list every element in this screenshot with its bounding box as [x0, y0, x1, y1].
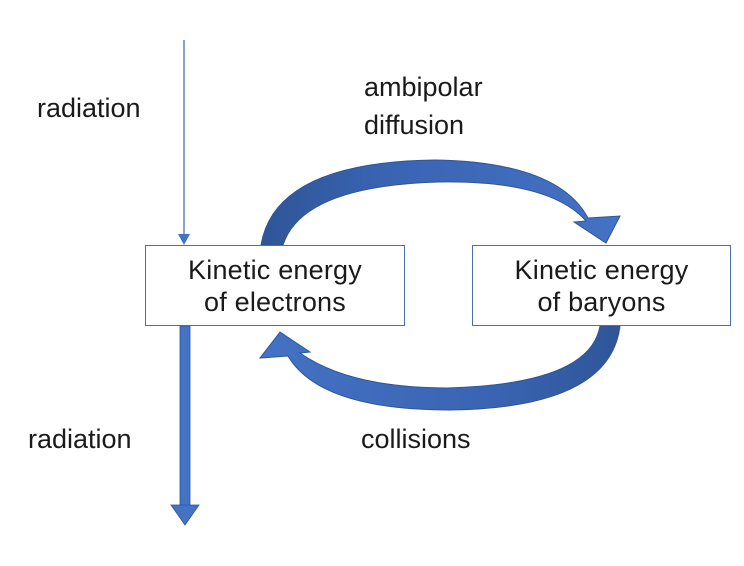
electrons-box-line1: Kinetic energy	[188, 254, 362, 285]
radiation-out-label: radiation	[28, 424, 132, 454]
ambipolar-diffusion-arrow	[260, 159, 621, 246]
ambipolar-diffusion-label: ambipolar diffusion	[364, 68, 483, 144]
ambipolar-label-line2: diffusion	[364, 110, 465, 140]
radiation-in-label: radiation	[37, 93, 141, 123]
collisions-arrow	[258, 325, 621, 411]
radiation-in-arrow	[178, 40, 190, 245]
kinetic-energy-baryons-box: Kinetic energy of baryons	[472, 245, 731, 326]
kinetic-energy-electrons-box: Kinetic energy of electrons	[145, 245, 405, 326]
radiation-out-arrow	[170, 325, 200, 526]
ambipolar-label-line1: ambipolar	[364, 72, 483, 102]
electrons-box-line2: of electrons	[204, 286, 346, 317]
collisions-label: collisions	[361, 424, 471, 454]
baryons-box-line1: Kinetic energy	[514, 254, 689, 285]
baryons-box-line2: of baryons	[537, 286, 666, 317]
